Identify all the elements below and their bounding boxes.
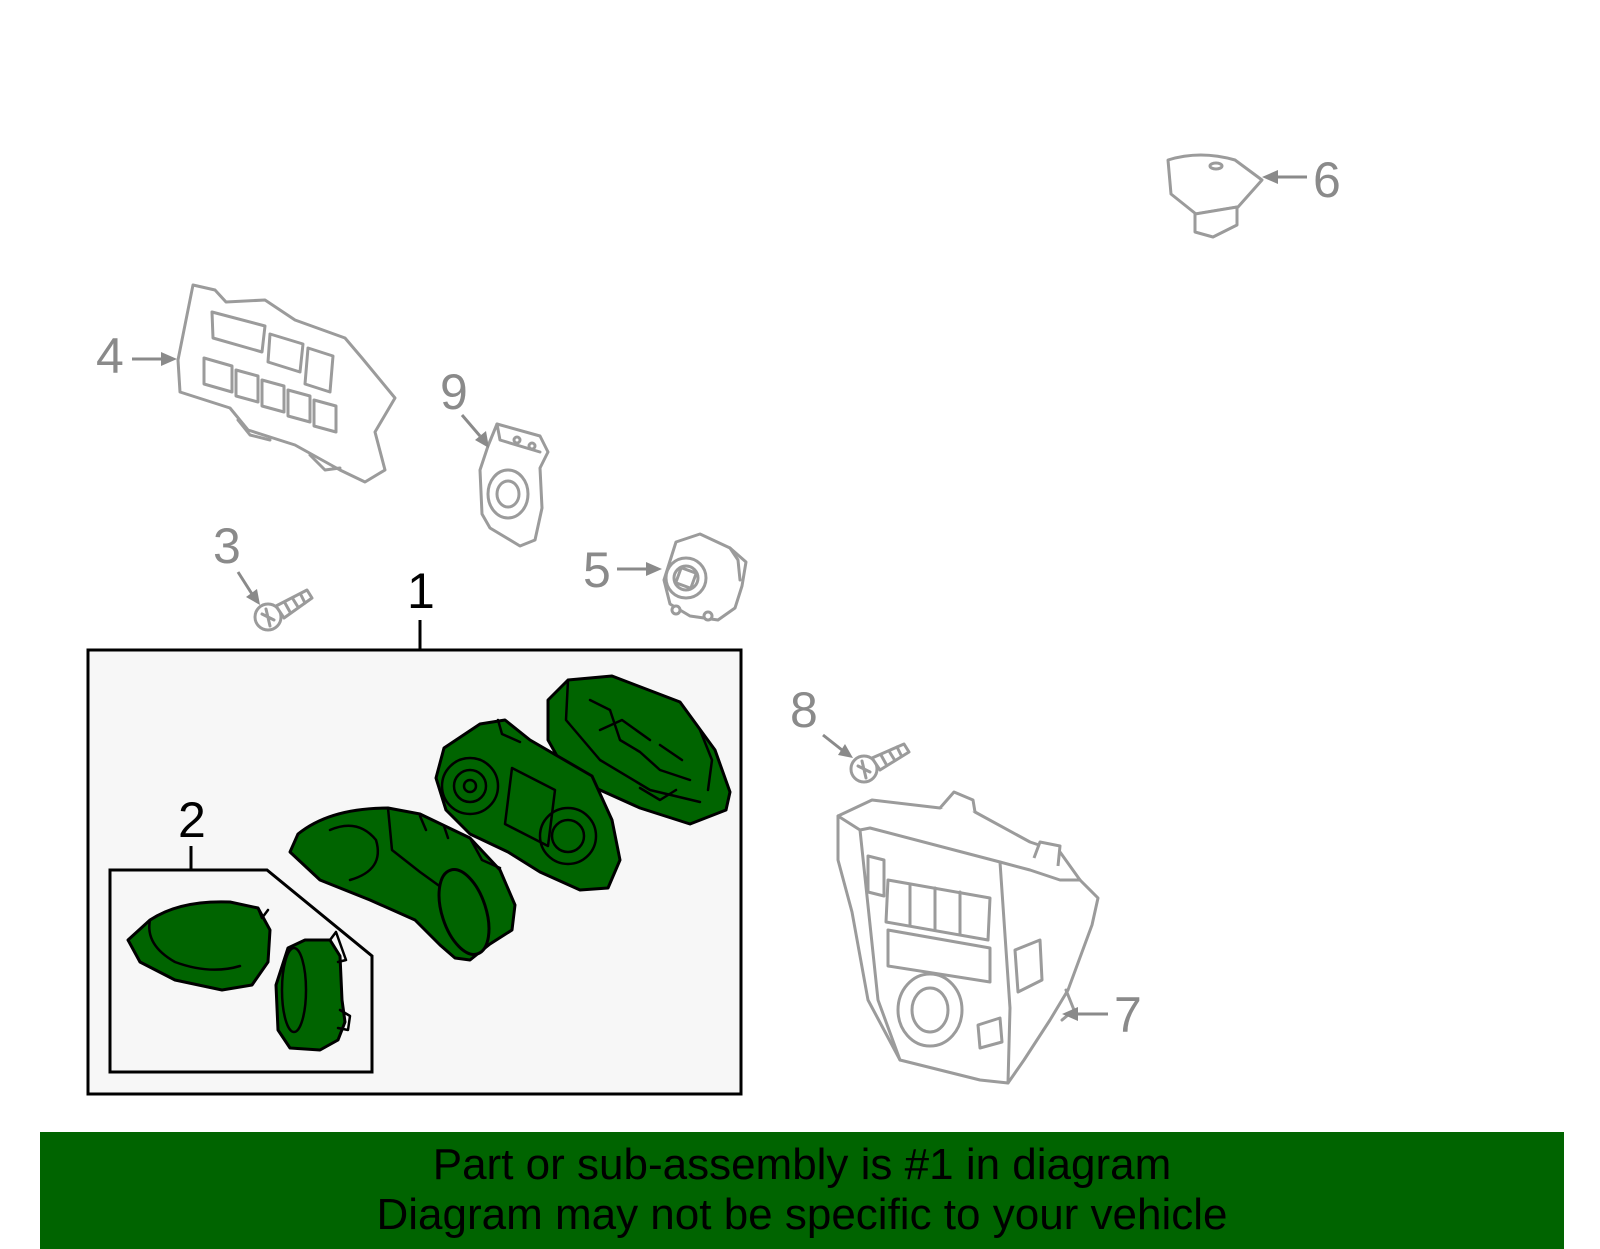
cluster-dial-face-icon[interactable] [434, 718, 622, 892]
info-banner: Part or sub-assembly is #1 in diagram Di… [40, 1132, 1564, 1249]
part-8-screw-icon[interactable] [849, 742, 911, 784]
callout-3: 3 [213, 518, 260, 605]
callout-6: 6 [1262, 152, 1341, 208]
callout-8: 8 [790, 682, 853, 758]
callout-7-label: 7 [1114, 987, 1142, 1043]
banner-line-2: Diagram may not be specific to your vehi… [376, 1190, 1228, 1239]
gauge-lens-icon[interactable] [126, 900, 272, 992]
callout-2-label: 2 [178, 792, 206, 848]
callout-9: 9 [440, 364, 489, 448]
part-5-knob-switch-icon[interactable] [662, 532, 748, 622]
cluster-rear-housing-icon[interactable] [546, 674, 732, 826]
callout-4: 4 [96, 328, 177, 384]
part-6-cap-icon[interactable] [1166, 153, 1264, 239]
callout-8-label: 8 [790, 682, 818, 738]
callout-3-label: 3 [213, 518, 241, 574]
part-9-bracket-switch-icon[interactable] [478, 422, 550, 548]
cluster-front-bezel-icon[interactable] [288, 806, 517, 962]
gauge-pod-icon[interactable] [274, 930, 352, 1052]
callout-7: 7 [1062, 987, 1142, 1043]
part-2-subassembly[interactable] [108, 868, 374, 1074]
part-7-climate-control-panel-icon[interactable] [836, 790, 1100, 1085]
part-4-switch-panel-icon[interactable] [176, 283, 397, 484]
part-3-screw-icon[interactable] [253, 588, 314, 632]
callout-2: 2 [178, 792, 206, 870]
part-1-assembly[interactable] [86, 648, 743, 1096]
banner-line-1: Part or sub-assembly is #1 in diagram [432, 1140, 1172, 1189]
callout-4-label: 4 [96, 328, 124, 384]
callout-6-label: 6 [1313, 152, 1341, 208]
callout-5-label: 5 [583, 542, 611, 598]
callout-1: 1 [407, 563, 435, 650]
callout-1-label: 1 [407, 563, 435, 619]
callout-9-label: 9 [440, 364, 468, 420]
callout-5: 5 [583, 542, 662, 598]
